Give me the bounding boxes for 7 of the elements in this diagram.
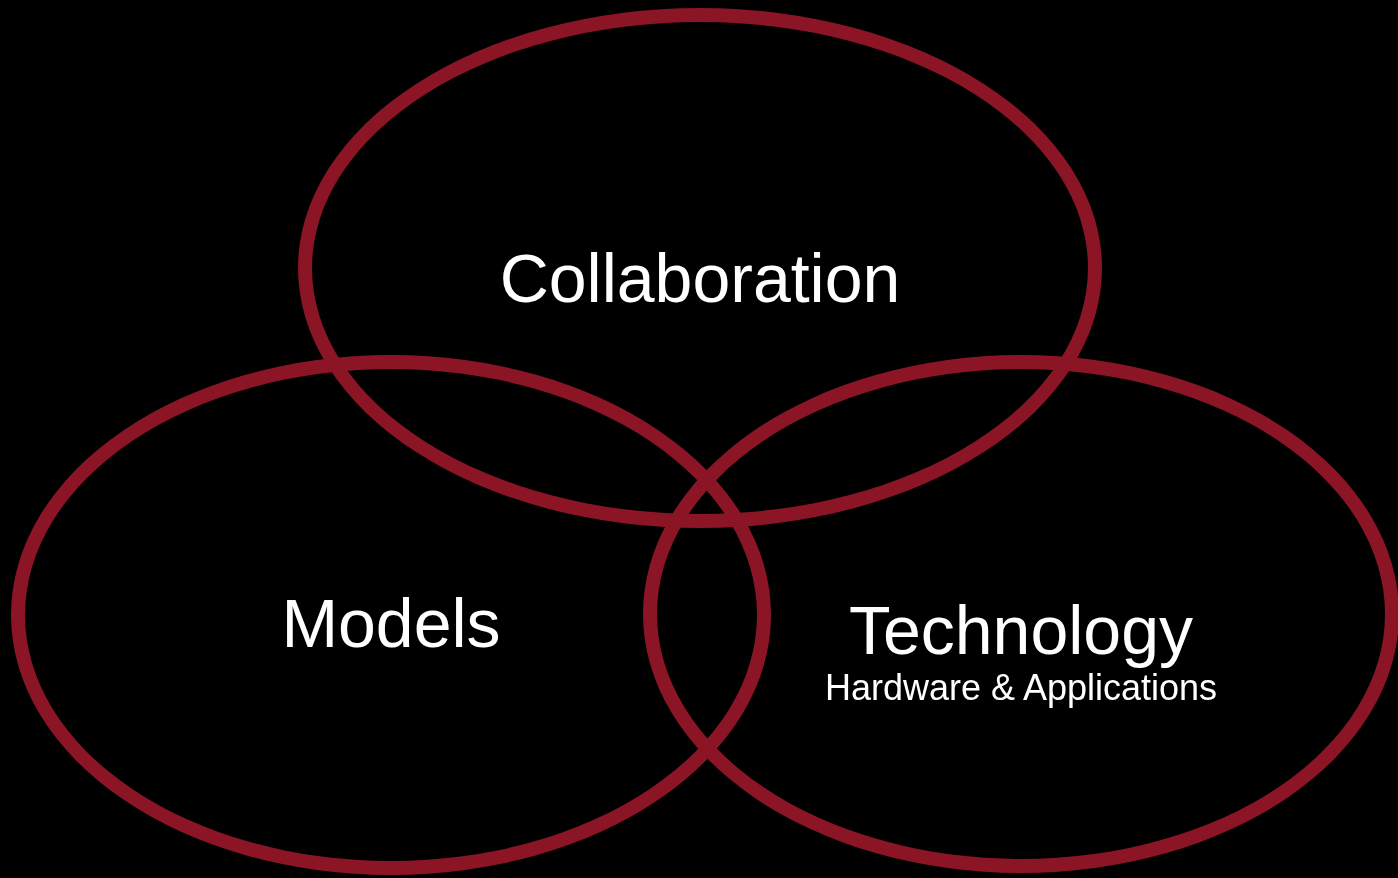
ellipse [11,355,771,875]
ellipse-title: Models [281,585,501,661]
ellipse [643,355,1398,873]
ellipse-subtitle: Hardware & Applications [824,667,1218,708]
ellipse [298,8,1102,528]
ellipse-title: Technology [849,592,1193,668]
ellipse-title: Collaboration [499,240,901,316]
